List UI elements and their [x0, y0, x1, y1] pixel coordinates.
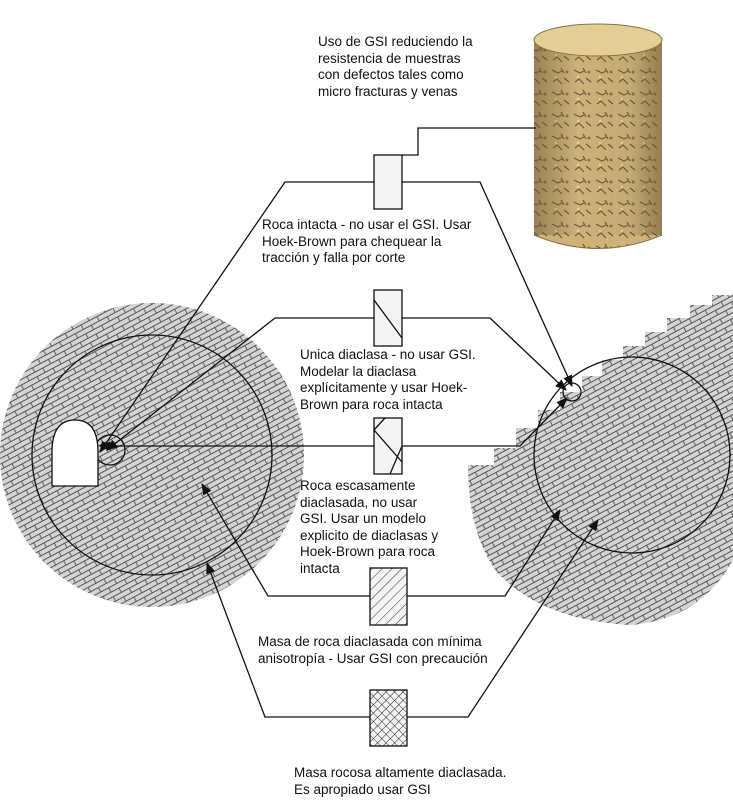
heavily-jointed-left-line	[206, 561, 370, 718]
tunnel-opening	[51, 419, 99, 487]
jointed-mass-left-line	[201, 482, 370, 597]
core-sample-label: Uso de GSI reduciendo la resistencia de …	[318, 34, 473, 99]
jointed-mass-box	[369, 567, 408, 626]
jointed-mass-right-line	[407, 509, 561, 597]
intact-rock-box	[373, 154, 403, 210]
jointed-mass-label: Masa de roca diaclasada con mínima aniso…	[258, 634, 488, 666]
core-bottom-edge	[533, 234, 663, 249]
right-outer-scale-circle	[533, 356, 731, 554]
single-joint-left-line	[106, 317, 374, 451]
slope-face	[494, 295, 733, 465]
few-joints-label: Roca escasamente diaclasada, no usar GSI…	[300, 478, 439, 576]
heavily-jointed-right-line	[407, 519, 599, 718]
core-shading	[534, 40, 662, 235]
left-outer-scale-circle	[31, 334, 273, 576]
heavily-jointed-box	[369, 689, 408, 747]
rock-type-boxes	[369, 154, 408, 747]
intact-left-line	[99, 181, 374, 453]
single-joint-box	[373, 289, 403, 347]
core-top	[533, 23, 663, 57]
intact-rock-label: Roca intacta - no usar el GSI. Usar Hoek…	[262, 217, 472, 265]
left-rock-mass	[0, 303, 304, 607]
few-joints-box	[373, 417, 403, 475]
core-link-line	[402, 127, 536, 156]
right-rock-slope	[468, 295, 733, 625]
slope-lower-body	[468, 465, 733, 625]
intact-right-line	[402, 181, 573, 388]
single-joint-right-line	[402, 317, 567, 391]
single-joint-label: Unica diaclasa - no usar GSI. Modelar la…	[300, 347, 476, 412]
core-sample	[533, 23, 663, 249]
connector-lines	[98, 127, 599, 718]
few-joints-right-line	[402, 397, 568, 447]
left-rock-disc	[0, 303, 304, 607]
heavily-jointed-label: Masa rocosa altamente diaclasada. Es apr…	[294, 765, 507, 797]
